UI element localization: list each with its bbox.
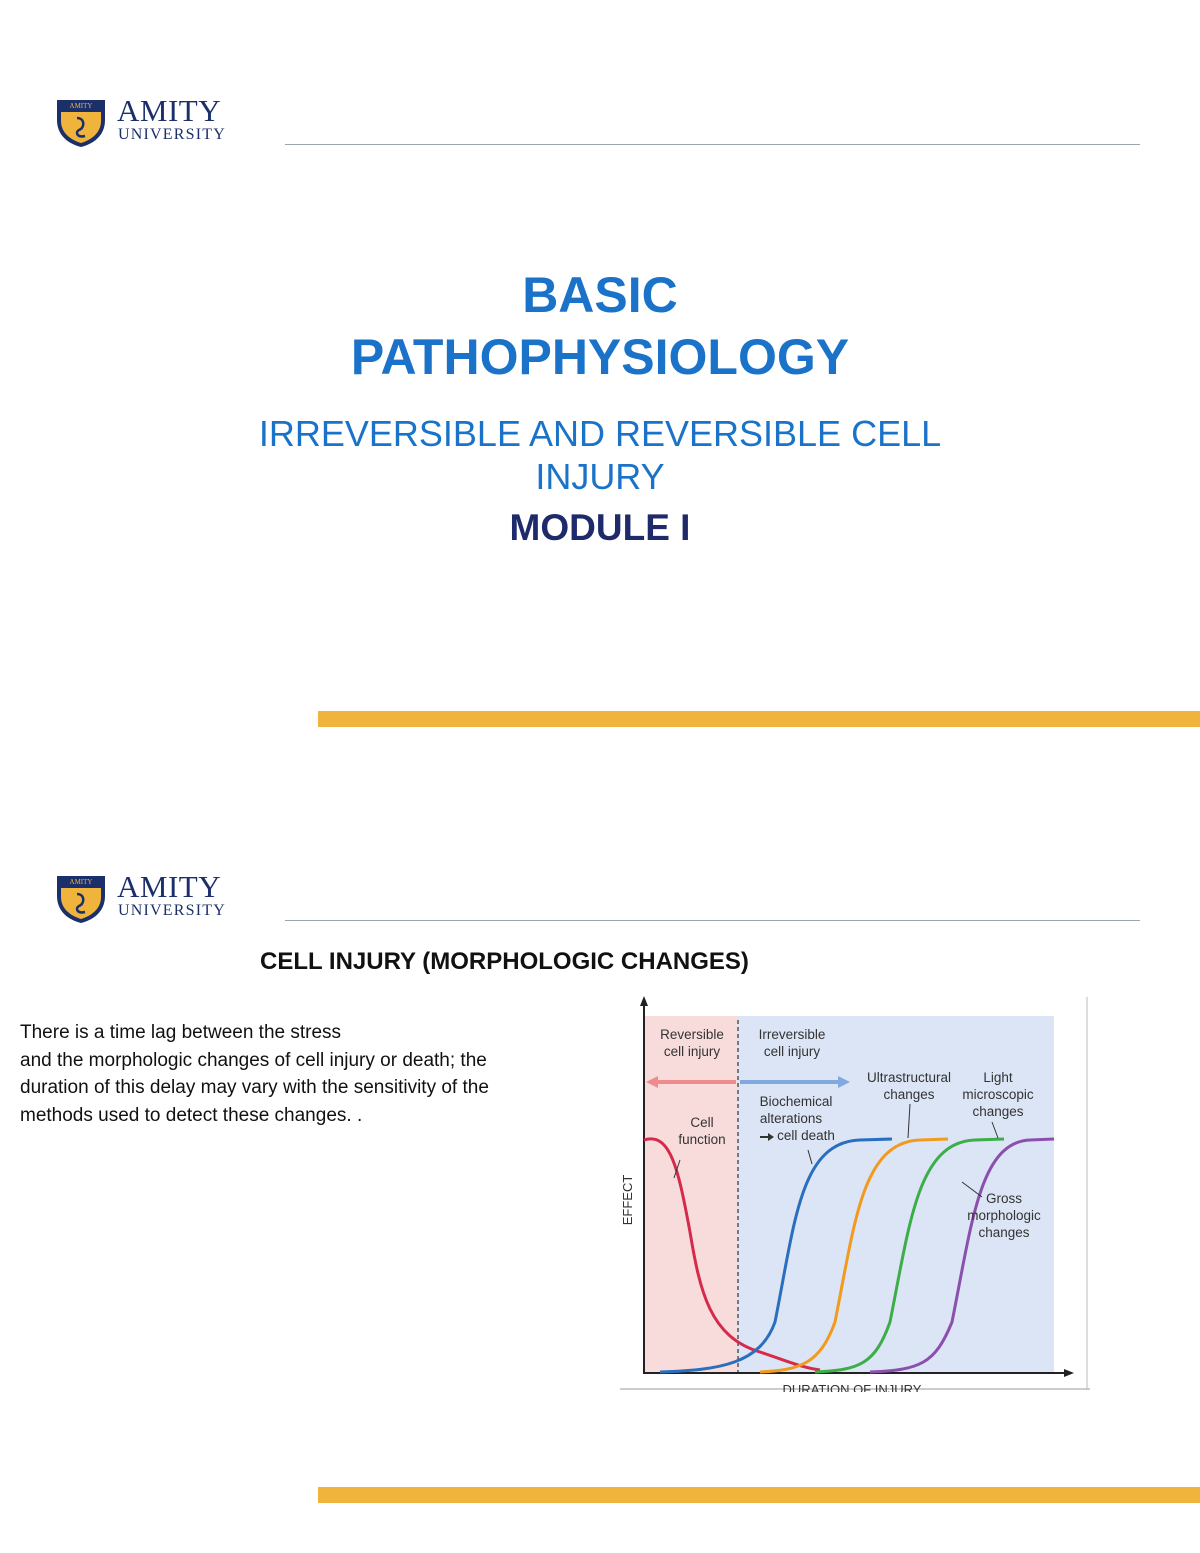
biochemical-label-line-3: cell death xyxy=(777,1128,835,1143)
cell-function-label-line-1: Cell xyxy=(690,1115,713,1130)
ultrastructural-curve xyxy=(759,1137,949,1374)
reversible-label-line-2: cell injury xyxy=(664,1044,721,1059)
cell-function-curve xyxy=(643,1137,821,1372)
biochemical-curve xyxy=(659,1137,893,1374)
irreversible-label-line-2: cell injury xyxy=(764,1044,821,1059)
logo-name: AMITY xyxy=(117,93,222,128)
reversible-region xyxy=(644,1016,738,1372)
module-label: MODULE I xyxy=(509,507,691,548)
biochemical-label-line-1: Biochemical xyxy=(760,1094,833,1109)
section-heading: CELL INJURY (MORPHOLOGIC CHANGES) xyxy=(260,948,749,975)
gross-label-line-3: changes xyxy=(978,1225,1029,1240)
gross-label-line-2: morphologic xyxy=(967,1208,1041,1223)
cell-injury-diagram: Reversible cell injury Irreversible cell… xyxy=(600,992,1100,1392)
page-title: BASIC PATHOPHYSIOLOGY xyxy=(0,264,1200,388)
header-rule xyxy=(285,144,1140,145)
leader-light xyxy=(991,1121,999,1139)
ultrastructural-label-line-2: changes xyxy=(883,1087,934,1102)
slide-2: AMITY AMITY UNIVERSITY CELL INJURY (MORP… xyxy=(0,776,1200,1553)
gross-morphologic-curve xyxy=(869,1137,1055,1374)
leader-biochemical xyxy=(807,1149,813,1165)
footer-accent-bar xyxy=(318,1487,1200,1503)
diagram-svg: Reversible cell injury Irreversible cell… xyxy=(620,996,1090,1392)
leader-cell-function xyxy=(673,1159,681,1179)
biochemical-label-line-2: alterations xyxy=(760,1111,823,1126)
reversible-label-line-1: Reversible xyxy=(660,1027,724,1042)
body-line: and the morphologic changes of cell inju… xyxy=(20,1049,487,1071)
logo-name: AMITY xyxy=(117,869,222,904)
subtitle: IRREVERSIBLE AND REVERSIBLE CELL INJURY xyxy=(0,412,1200,498)
y-axis-arrow-icon xyxy=(640,996,648,1006)
gross-label-line-1: Gross xyxy=(986,1191,1022,1206)
logo-badge-text: AMITY xyxy=(70,102,93,110)
header-rule xyxy=(285,920,1140,921)
title-line-2: PATHOPHYSIOLOGY xyxy=(350,329,850,385)
amity-logo: AMITY AMITY UNIVERSITY xyxy=(55,870,265,924)
body-line: methods used to detect these changes. . xyxy=(20,1104,363,1126)
logo-sub: UNIVERSITY xyxy=(118,126,226,143)
logo-sub: UNIVERSITY xyxy=(118,902,226,919)
irreversible-label-line-1: Irreversible xyxy=(759,1027,826,1042)
title-line-1: BASIC xyxy=(522,267,678,323)
body-text: There is a time lag between the stress a… xyxy=(20,1019,600,1129)
subtitle-line-1: IRREVERSIBLE AND REVERSIBLE CELL xyxy=(258,413,942,454)
amity-shield-icon: AMITY xyxy=(57,100,105,147)
leader-ultrastructural xyxy=(907,1103,911,1139)
light-label-line-1: Light xyxy=(983,1070,1013,1085)
biochem-arrow-icon xyxy=(760,1133,774,1141)
footer-accent-bar xyxy=(318,711,1200,727)
light-microscopic-curve xyxy=(814,1137,1005,1374)
light-label-line-3: changes xyxy=(972,1104,1023,1119)
x-axis-arrow-icon xyxy=(1064,1369,1074,1377)
x-axis-label: DURATION OF INJURY xyxy=(783,1382,922,1392)
subtitle-line-2: INJURY xyxy=(535,456,665,497)
slide-1: AMITY AMITY UNIVERSITY BASIC PATHOPHYSIO… xyxy=(0,0,1200,776)
cell-function-label-line-2: function xyxy=(678,1132,725,1147)
leader-gross xyxy=(961,1181,983,1198)
body-line: duration of this delay may vary with the… xyxy=(20,1077,489,1098)
body-line: There is a time lag between the stress xyxy=(20,1022,342,1043)
ultrastructural-label-line-1: Ultrastructural xyxy=(867,1070,951,1085)
light-label-line-2: microscopic xyxy=(962,1087,1034,1102)
irreversible-region xyxy=(738,1016,1054,1372)
amity-shield-icon: AMITY xyxy=(57,876,105,923)
amity-logo: AMITY AMITY UNIVERSITY xyxy=(55,94,265,148)
y-axis-label: EFFECT xyxy=(620,1175,635,1226)
irreversible-arrow-head-icon xyxy=(838,1076,850,1088)
reversible-arrow-head-icon xyxy=(646,1076,658,1088)
logo-badge-text: AMITY xyxy=(70,878,93,886)
